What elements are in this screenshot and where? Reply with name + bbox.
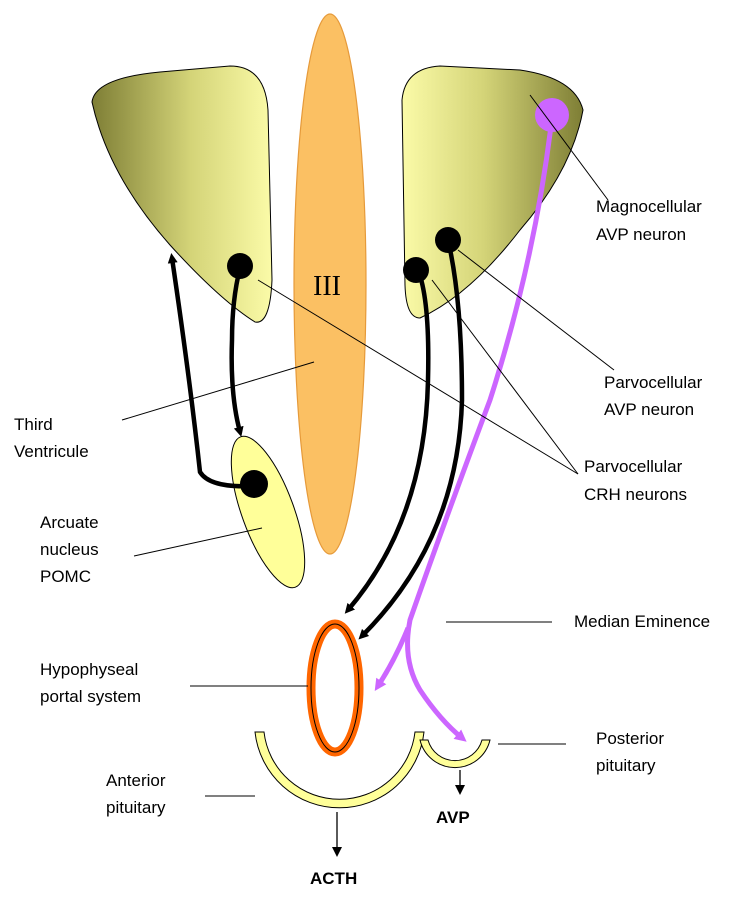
median-eminence-label: Median Eminence	[574, 612, 710, 631]
portal-system-label-1: Hypophyseal	[40, 660, 138, 679]
anterior-pituitary-label-1: Anterior	[106, 771, 166, 790]
magno-neuron-body	[535, 98, 569, 132]
third-ventricle-label-2: Ventricule	[14, 442, 89, 461]
ventricle-label: III	[313, 271, 341, 302]
parvo-crh-label-1: Parvocellular	[584, 457, 683, 476]
left-hypothalamic-nucleus	[92, 66, 272, 322]
arcuate-neuron-body	[240, 470, 268, 498]
parvo-avp-label-1: Parvocellular	[604, 373, 703, 392]
crh-leader-line-2	[432, 280, 578, 474]
arcuate-label-3: POMC	[40, 567, 91, 586]
left-neuron-body	[227, 253, 253, 279]
parvo-avp-neuron-body	[435, 227, 461, 253]
arcuate-label-1: Arcuate	[40, 513, 99, 532]
magnocellular-label-2: AVP neuron	[596, 225, 686, 244]
arcuate-label-2: nucleus	[40, 540, 99, 559]
parvo-avp-leader-line	[458, 250, 614, 370]
portal-system-label-2: portal system	[40, 687, 141, 706]
crh-neuron-body	[403, 257, 429, 283]
posterior-pituitary	[420, 740, 490, 768]
posterior-pituitary-label-2: pituitary	[596, 756, 656, 775]
acth-output-label: ACTH	[310, 869, 357, 888]
parvo-avp-label-2: AVP neuron	[604, 400, 694, 419]
anterior-pituitary-label-2: pituitary	[106, 798, 166, 817]
parvo-crh-label-2: CRH neurons	[584, 485, 687, 504]
magnocellular-label-1: Magnocellular	[596, 197, 702, 216]
arcuate-leader-line	[134, 528, 262, 556]
third-ventricle-label-1: Third	[14, 415, 53, 434]
posterior-pituitary-label-1: Posterior	[596, 729, 664, 748]
avp-output-label: AVP	[436, 808, 470, 827]
ventricle-leader-line	[122, 362, 314, 420]
magno-to-portal-branch-arrow	[378, 628, 408, 686]
